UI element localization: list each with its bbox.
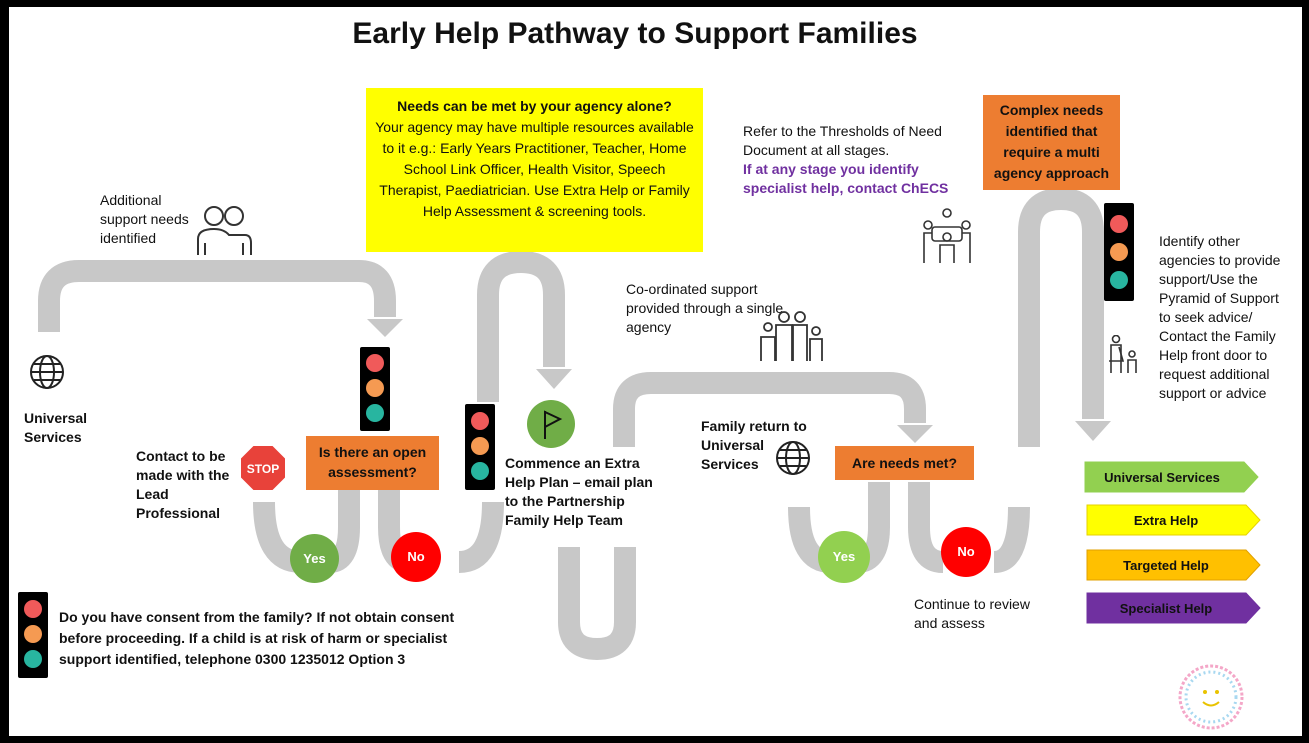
complex-needs-box: Complex needs identified that require a … [983,95,1120,190]
family-return-text: Family return to Universal Services [701,418,807,472]
are-needs-met-box: Are needs met? [835,446,974,480]
identify-agencies-text: Identify other agencies to provide suppo… [1159,233,1281,401]
path-segment-1 [38,260,396,332]
thresholds-text: Refer to the Thresholds of Need Document… [743,123,942,158]
diagram-canvas: Early Help Pathway to Support Families A… [9,7,1302,736]
yes-circle-2: Yes [818,531,870,583]
no-circle-1: No [391,532,441,582]
legend-item-universal [1084,461,1259,493]
path-segment-11 [908,482,945,573]
traffic-light-icon [1104,203,1134,301]
universal-services-label: Universal Services [24,410,88,445]
flag-icon [527,400,575,448]
legend-label-specialist: Specialist Help [1119,601,1213,616]
legend-item-extra [1086,504,1261,536]
path-arrow-1 [367,319,403,337]
path-segment-6 [458,501,504,573]
path-segment-2 [477,251,565,402]
stop-sign-text: STOP [247,462,279,476]
continue-review-text: Continue to review and assess [914,596,1030,631]
page-title: Early Help Pathway to Support Families [352,17,918,50]
globe-icon [30,355,64,389]
path-arrow-2 [536,369,572,389]
path-segment-13 [1018,188,1104,447]
legend-label-targeted: Targeted Help [1123,558,1209,573]
legend-item-targeted [1086,549,1261,581]
path-segment-12 [992,506,1030,573]
yes-circle-1: Yes [290,534,339,583]
path-segment-7 [558,547,636,660]
consent-text: Do you have consent from the family? If … [59,609,455,667]
needs-met-body: Your agency may have multiple resources … [375,119,694,219]
family-icon [760,311,823,361]
additional-support-text: Additional support needs identified [100,192,189,246]
safeguarding-logo [1178,664,1244,730]
no-circle-2: No [941,527,991,577]
path-arrow-4 [1075,421,1111,441]
legend-item-specialist [1086,592,1261,624]
stop-sign-icon: STOP [239,444,287,492]
needs-met-box: Needs can be met by your agency alone? Y… [366,88,703,252]
traffic-light-icon [360,347,390,431]
legend-label-extra: Extra Help [1133,513,1199,528]
specialist-text: If at any stage you identify specialist … [743,161,949,196]
people-hug-icon [197,206,252,255]
legend-label-universal: Universal Services [1104,470,1220,485]
open-assessment-box: Is there an open assessment? [306,436,439,490]
parent-child-icon [1109,335,1137,373]
traffic-light-icon [465,404,495,490]
contact-lead-text: Contact to be made with the Lead Profess… [136,448,230,521]
globe-icon [776,441,810,475]
commence-plan-text: Commence an Extra Help Plan – email plan… [505,455,653,528]
traffic-light-icon [18,592,48,678]
coordinated-support-text: Co-ordinated support provided through a … [626,281,784,335]
path-segment-8 [613,372,926,447]
path-arrow-3 [897,425,933,443]
needs-met-heading: Needs can be met by your agency alone? [397,98,672,114]
meeting-icon [923,208,971,263]
